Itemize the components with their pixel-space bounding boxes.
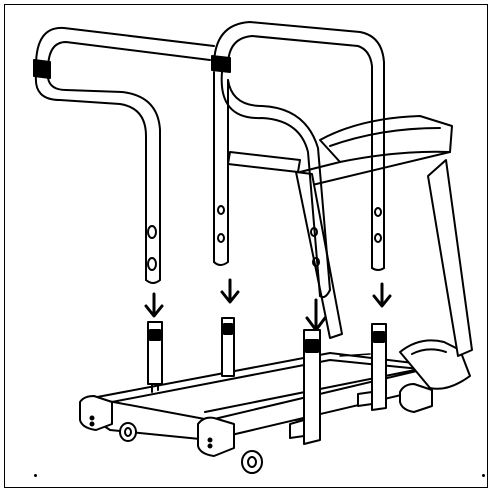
corner-dot-left [34, 474, 37, 477]
handrail-rear [211, 21, 385, 299]
handrail-front [33, 26, 215, 284]
mounting-posts [147, 317, 387, 445]
corner-dot-right [482, 474, 485, 477]
console [227, 115, 453, 187]
connector-line [339, 353, 371, 357]
insert-arrows [144, 278, 392, 332]
arrow-2 [220, 278, 240, 304]
arrow-4 [372, 282, 392, 308]
treadmill-deck [79, 352, 449, 457]
motor-housing [399, 159, 473, 390]
wheels [119, 422, 263, 474]
support-strut [295, 171, 343, 339]
arrow-1 [144, 292, 164, 318]
